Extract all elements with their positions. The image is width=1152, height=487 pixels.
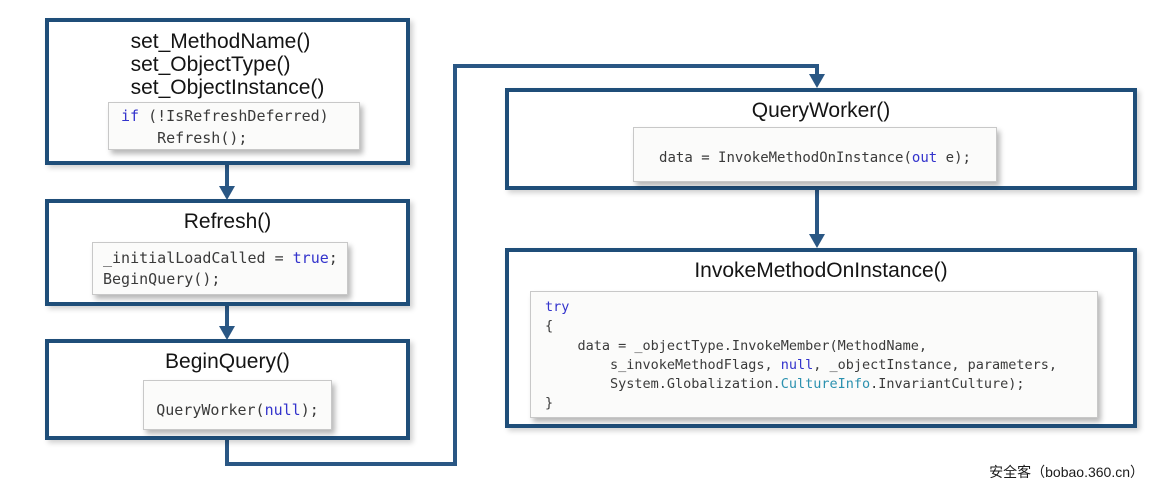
code-snippet-queryworker: data = InvokeMethodOnInstance(out e); (633, 127, 997, 182)
code-line: data = InvokeMethodOnInstance(out e); (659, 150, 971, 166)
code-line: _initialLoadCalled = true; (103, 249, 338, 267)
code-line: if (!IsRefreshDeferred) (121, 107, 329, 125)
node-title-lines: set_MethodName()set_ObjectType()set_Obje… (131, 30, 325, 99)
flow-node-queryworker: QueryWorker() data = InvokeMethodOnInsta… (505, 88, 1137, 190)
code-snippet-beginquery: QueryWorker(null); (143, 380, 332, 430)
code-snippet-invokemethodoninstance: try { data = _objectType.InvokeMember(Met… (530, 291, 1098, 418)
flow-node-invokemethodoninstance: InvokeMethodOnInstance() try { data = _ob… (505, 248, 1137, 428)
code-line: QueryWorker(null); (156, 401, 319, 419)
title-line: set_ObjectInstance() (130, 76, 325, 99)
flow-node-setters: set_MethodName()set_ObjectType()set_Obje… (45, 18, 410, 165)
code-line: { (545, 318, 554, 335)
flow-node-beginquery: BeginQuery() QueryWorker(null); (45, 339, 410, 440)
code-line: try (545, 299, 570, 315)
title-line: set_MethodName() (130, 30, 311, 53)
code-line: Refresh(); (121, 129, 248, 147)
arrowhead-queryworker-to-invoke (809, 234, 825, 248)
node-title-queryworker: QueryWorker() (751, 99, 891, 122)
node-title-refresh: Refresh() (183, 210, 272, 233)
arrowhead-refresh-to-beginquery (219, 326, 235, 340)
code-line: } (545, 395, 554, 412)
flow-node-refresh: Refresh() _initialLoadCalled = true; Begi… (45, 199, 410, 306)
arrowhead-beginquery-to-queryworker (809, 74, 825, 88)
code-snippet-setters: if (!IsRefreshDeferred) Refresh(); (108, 102, 360, 150)
code-line: data = _objectType.InvokeMember(MethodNa… (545, 337, 928, 354)
arrowhead-setters-to-refresh (219, 186, 235, 200)
code-line: BeginQuery(); (103, 270, 221, 288)
code-line: s_invokeMethodFlags, null, _objectInstan… (545, 356, 1058, 373)
node-title-beginquery: BeginQuery() (165, 350, 290, 373)
node-title-invokemethodoninstance: InvokeMethodOnInstance() (694, 259, 948, 282)
code-snippet-refresh: _initialLoadCalled = true; BeginQuery(); (92, 242, 348, 295)
node-title-setters: set_MethodName()set_ObjectType()set_Obje… (49, 22, 406, 99)
title-line: set_ObjectType() (130, 53, 291, 76)
code-line: System.Globalization.CultureInfo.Invaria… (545, 376, 1025, 393)
watermark: 安全客（bobao.360.cn） (989, 464, 1144, 480)
